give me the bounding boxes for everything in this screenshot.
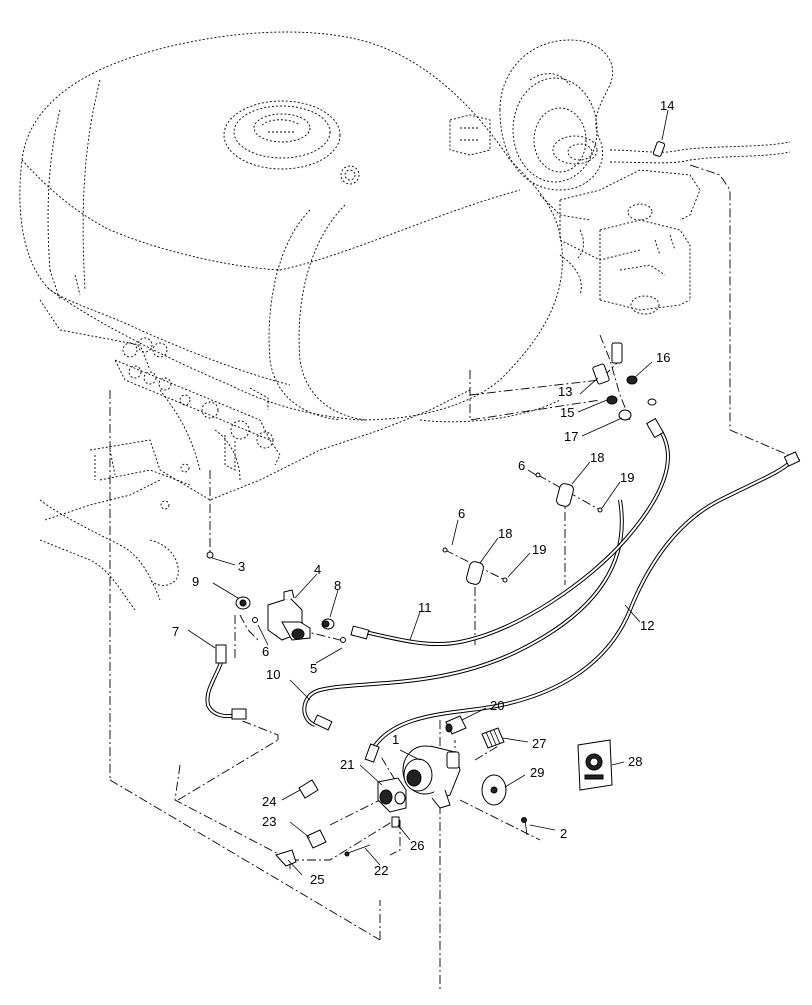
callout-22: 22 — [374, 863, 388, 878]
callout-29: 29 — [530, 765, 544, 780]
callout-26: 26 — [410, 838, 424, 853]
hose-12 — [364, 451, 801, 763]
clip-18 — [466, 483, 574, 585]
hose-7 — [205, 644, 247, 720]
small-parts — [206, 472, 603, 643]
callout-2: 2 — [560, 826, 567, 841]
callout-labels: 1 2 3 4 5 6 6 6 7 8 9 10 11 12 13 14 15 … — [172, 98, 674, 887]
frame-outline — [39, 169, 701, 611]
callout-6a: 6 — [262, 644, 269, 659]
fittings-lower-left — [275, 779, 528, 867]
callout-7: 7 — [172, 624, 179, 639]
callout-15: 15 — [560, 405, 574, 420]
callout-6b: 6 — [458, 506, 465, 521]
manifold-outline — [114, 337, 281, 471]
callout-6c: 6 — [518, 458, 525, 473]
fitting-8 — [321, 618, 335, 630]
callout-20: 20 — [490, 698, 504, 713]
leader-lines — [187, 109, 669, 876]
callout-21: 21 — [340, 757, 354, 772]
callout-19b: 19 — [532, 542, 546, 557]
tank-outline — [19, 31, 563, 423]
fitting-20 — [445, 715, 467, 735]
fitting-27 — [481, 727, 505, 749]
hose-10 — [302, 499, 624, 731]
callout-18a: 18 — [590, 450, 604, 465]
callout-25: 25 — [310, 872, 324, 887]
disc-29 — [481, 774, 507, 806]
callout-14: 14 — [660, 98, 674, 113]
callout-8: 8 — [334, 578, 341, 593]
callout-11: 11 — [418, 600, 432, 615]
decal-28 — [577, 739, 613, 791]
callout-27: 27 — [532, 736, 546, 751]
callout-23: 23 — [262, 814, 276, 829]
hose-11 — [350, 417, 670, 647]
callout-18b: 18 — [498, 526, 512, 541]
callout-17: 17 — [564, 429, 578, 444]
fittings-upper-right — [592, 141, 666, 421]
callout-12: 12 — [640, 618, 654, 633]
callout-3: 3 — [238, 559, 245, 574]
callout-9: 9 — [192, 574, 199, 589]
center-lines — [109, 164, 801, 990]
callout-13: 13 — [558, 384, 572, 399]
blower-outline — [449, 39, 791, 221]
pump-1 — [402, 745, 461, 809]
callout-16: 16 — [656, 350, 670, 365]
valve-4 — [267, 589, 311, 641]
callout-24: 24 — [262, 794, 276, 809]
callout-28: 28 — [628, 754, 642, 769]
callout-10: 10 — [266, 667, 280, 682]
callout-5: 5 — [310, 661, 317, 676]
drive-21 — [377, 777, 407, 813]
fitting-9 — [235, 596, 251, 610]
callout-1: 1 — [392, 732, 399, 747]
callout-4: 4 — [314, 562, 321, 577]
callout-19a: 19 — [620, 470, 634, 485]
